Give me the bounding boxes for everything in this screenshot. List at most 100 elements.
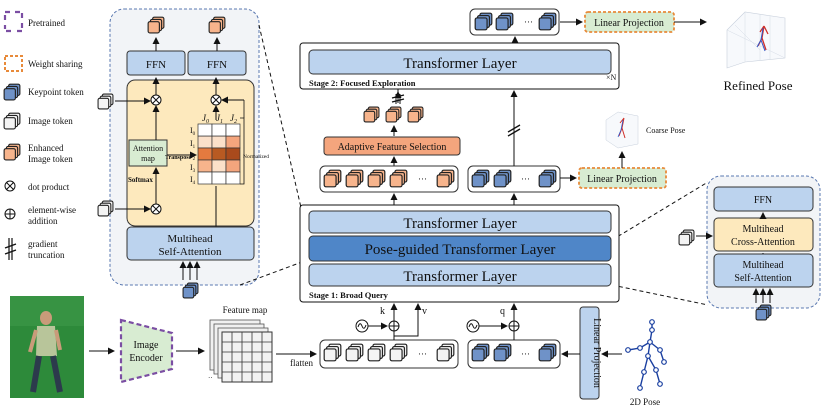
dot-product-top-left bbox=[150, 94, 162, 106]
ca-self-label-1: Multihead bbox=[742, 260, 783, 271]
adaptive-feature-selection-box bbox=[323, 136, 461, 156]
stage2-repeat: ×N bbox=[606, 73, 617, 82]
row-i3: I3 bbox=[190, 163, 196, 174]
stage1-transformer-bottom bbox=[308, 263, 612, 287]
adaptive-feature-selection-label: Adaptive Feature Selection bbox=[338, 142, 447, 153]
input-image bbox=[10, 296, 84, 398]
gradient-truncation-legend-icon bbox=[4, 238, 17, 260]
row-i0: I0 bbox=[190, 126, 196, 137]
svg-text:···: ··· bbox=[524, 17, 533, 27]
image-encoder-label-1: Image bbox=[134, 340, 160, 351]
col-j0: J0 bbox=[202, 113, 209, 125]
row-i4: I4 bbox=[190, 175, 196, 186]
bottom-image-token-group: ··· bbox=[319, 339, 459, 369]
legend: Pretrained Weight sharing Keypoint token… bbox=[3, 10, 84, 260]
softmax-label: Softmax bbox=[128, 176, 153, 184]
positional-encoding-kv-icon bbox=[355, 319, 369, 333]
mhsa-label-1: Multihead bbox=[167, 233, 213, 245]
pretrained-legend-icon bbox=[3, 10, 24, 33]
transpose-label: Transpose bbox=[165, 155, 192, 161]
middle-keypoint-token-group: ··· bbox=[467, 165, 561, 193]
coarse-pose-graphic bbox=[605, 111, 639, 149]
output-enhanced-token-left bbox=[147, 16, 165, 34]
input-keypoint-token-detail bbox=[182, 282, 199, 299]
col-j1: J1 bbox=[216, 113, 223, 125]
legend-gradient-1: gradient bbox=[28, 239, 58, 249]
ca-self-label-2: Self-Attention bbox=[734, 273, 791, 284]
pose-guided-label: Pose-guided Transformer Layer bbox=[365, 242, 556, 258]
add-kv bbox=[388, 320, 400, 332]
refined-pose-graphic bbox=[726, 11, 786, 69]
attention-matrix bbox=[197, 123, 241, 185]
refined-pose-label: Refined Pose bbox=[724, 78, 793, 93]
svg-text:···: ··· bbox=[521, 349, 530, 359]
attention-detail-panel: FFN FFN Attention map Softmax bbox=[97, 8, 269, 299]
legend-elementwise-2: addition bbox=[28, 216, 58, 226]
cross-attention-detail-panel: FFN Multihead Cross-Attention Multihead … bbox=[678, 175, 821, 321]
top-linear-projection-label: Linear Projection bbox=[594, 18, 664, 29]
stage2-block: Transformer Layer Stage 2: Focused Explo… bbox=[299, 42, 620, 90]
legend-pretrained: Pretrained bbox=[28, 18, 65, 28]
q-label: q bbox=[500, 306, 505, 317]
legend-elementwise-1: element-wise bbox=[28, 205, 76, 215]
ca-keypoint-token bbox=[755, 304, 772, 321]
row-i1: I1 bbox=[190, 139, 196, 150]
enhanced-token-group: ··· bbox=[319, 165, 459, 193]
stage2-label: Stage 2: Focused Exploration bbox=[309, 78, 416, 88]
bottom-keypoint-token-group: ··· bbox=[467, 339, 561, 369]
keypoint-token-icon bbox=[3, 83, 21, 101]
ca-ffn-label: FFN bbox=[754, 195, 772, 206]
image-encoder-box bbox=[119, 318, 174, 384]
stage1-block: Transformer Layer Pose-guided Transforme… bbox=[299, 204, 620, 303]
coarse-pose-label: Coarse Pose bbox=[646, 126, 686, 135]
add-q bbox=[508, 320, 520, 332]
dot-product-legend-icon bbox=[4, 180, 16, 192]
legend-enhanced-1: Enhanced bbox=[28, 143, 64, 153]
attention-map-box bbox=[128, 139, 168, 167]
attention-map-label-1: Attention bbox=[133, 144, 163, 153]
svg-text:···: ··· bbox=[521, 174, 530, 184]
stage1-transformer-bottom-label: Transformer Layer bbox=[403, 269, 516, 285]
top-keypoint-token-group: ··· bbox=[469, 8, 560, 36]
stage2-transformer-layer bbox=[308, 49, 612, 75]
addition-legend-icon bbox=[4, 208, 16, 220]
feature-map-graphic: ·· bbox=[208, 319, 273, 383]
stage1-transformer-top-label: Transformer Layer bbox=[403, 216, 516, 232]
legend-keypoint-token: Keypoint token bbox=[28, 87, 84, 97]
positional-encoding-q-icon bbox=[466, 319, 480, 333]
dot-product-top-right bbox=[210, 94, 222, 106]
enhanced-image-token-icon bbox=[3, 143, 21, 161]
mid-linear-projection-label: Linear Projection bbox=[587, 174, 657, 185]
v-label: v bbox=[422, 306, 427, 317]
mhsa-box bbox=[126, 226, 255, 261]
flatten-label: flatten bbox=[290, 358, 313, 368]
weight-sharing-legend-icon bbox=[4, 55, 23, 72]
feature-map-label: Feature map bbox=[223, 305, 268, 315]
selected-enhanced-tokens bbox=[363, 106, 424, 123]
top-linear-projection bbox=[584, 11, 675, 33]
legend-weight-sharing: Weight sharing bbox=[28, 59, 83, 69]
row-i2: I2 bbox=[190, 151, 196, 162]
pose-guided-transformer-layer bbox=[308, 235, 612, 262]
ffn-left-label: FFN bbox=[146, 59, 166, 71]
image-token-icon bbox=[3, 112, 21, 130]
col-j2: J2 bbox=[230, 113, 237, 125]
k-label: k bbox=[380, 306, 385, 317]
dot-product-bottom bbox=[150, 203, 162, 215]
stage2-transformer-label: Transformer Layer bbox=[403, 56, 516, 72]
svg-text:··: ·· bbox=[208, 374, 213, 382]
legend-enhanced-2: Image token bbox=[28, 154, 73, 164]
legend-image-token: Image token bbox=[28, 116, 73, 126]
legend-dot-product: dot product bbox=[28, 182, 70, 192]
ca-ffn-box bbox=[713, 186, 814, 212]
vertical-linear-projection-label: Linear Projection bbox=[591, 318, 602, 388]
ca-cross-label-2: Cross-Attention bbox=[731, 237, 795, 248]
ca-cross-label-1: Multihead bbox=[742, 224, 783, 235]
pose-2d-graphic bbox=[625, 319, 667, 391]
stage1-label: Stage 1: Broad Query bbox=[309, 290, 389, 300]
input-image-token-bottom bbox=[97, 200, 114, 217]
attention-map-label-2: map bbox=[141, 154, 155, 163]
mhsa-label-2: Self-Attention bbox=[159, 246, 222, 258]
normalized-label: Normalized bbox=[243, 154, 269, 160]
